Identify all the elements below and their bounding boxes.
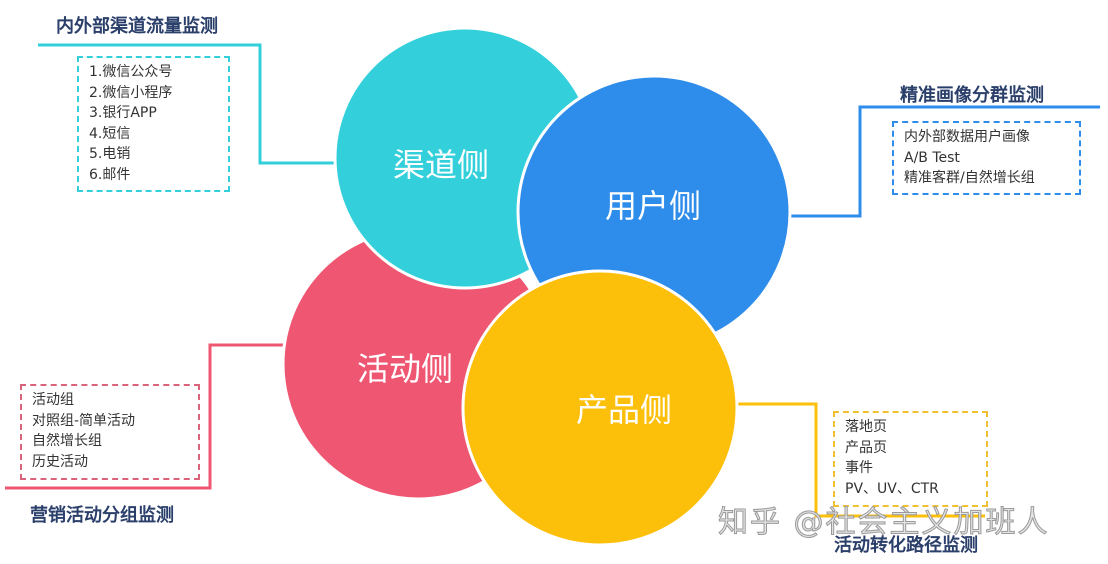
channel-item: 4.短信 — [89, 125, 131, 142]
activity-item: 自然增长组 — [32, 433, 102, 449]
user-items-box: 内外部数据用户画像 A/B Test 精准客群/自然增长组 — [892, 121, 1081, 195]
product-item: 产品页 — [845, 439, 887, 456]
activity-items-box: 活动组 对照组-简单活动 自然增长组 历史活动 — [20, 384, 200, 480]
watermark: 知乎 @社会主义加班人 — [718, 505, 1050, 541]
channel-items-box: 1.微信公众号 2.微信小程序 3.银行APP 4.短信 5.电销 6.邮件 — [77, 56, 230, 192]
user-connector-line — [788, 105, 1100, 218]
channel-item: 1.微信公众号 — [89, 64, 173, 80]
user-item: A/B Test — [904, 149, 960, 166]
product-circle — [461, 269, 739, 547]
channel-item: 5.电销 — [89, 146, 131, 162]
product-circle-label: 产品侧 — [575, 391, 673, 429]
product-section-title: 活动转化路径监测 — [834, 535, 978, 556]
user-circle-label: 用户侧 — [604, 187, 702, 225]
activity-section-title: 营销活动分组监测 — [30, 505, 174, 526]
user-item: 精准客群/自然增长组 — [904, 170, 1035, 186]
channel-item: 3.银行APP — [89, 105, 157, 121]
product-item: 落地页 — [845, 419, 887, 435]
channel-item: 6.邮件 — [89, 166, 131, 183]
user-item: 内外部数据用户画像 — [904, 129, 1030, 145]
channel-section-title: 内外部渠道流量监测 — [56, 16, 218, 37]
activity-circle-label: 活动侧 — [356, 350, 454, 388]
channel-item: 2.微信小程序 — [89, 84, 173, 101]
channel-circle-label: 渠道侧 — [392, 146, 490, 184]
channel-connector-line — [38, 43, 336, 165]
product-items-box: 落地页 产品页 事件 PV、UV、CTR — [833, 411, 988, 507]
activity-item: 历史活动 — [32, 453, 88, 470]
product-connector-line — [735, 402, 985, 518]
user-section-title: 精准画像分群监测 — [900, 85, 1044, 106]
product-item: PV、UV、CTR — [845, 480, 939, 497]
activity-item: 对照组-简单活动 — [32, 412, 136, 429]
product-item: 事件 — [845, 460, 873, 476]
activity-connector-line — [5, 343, 284, 490]
activity-item: 活动组 — [32, 392, 74, 408]
